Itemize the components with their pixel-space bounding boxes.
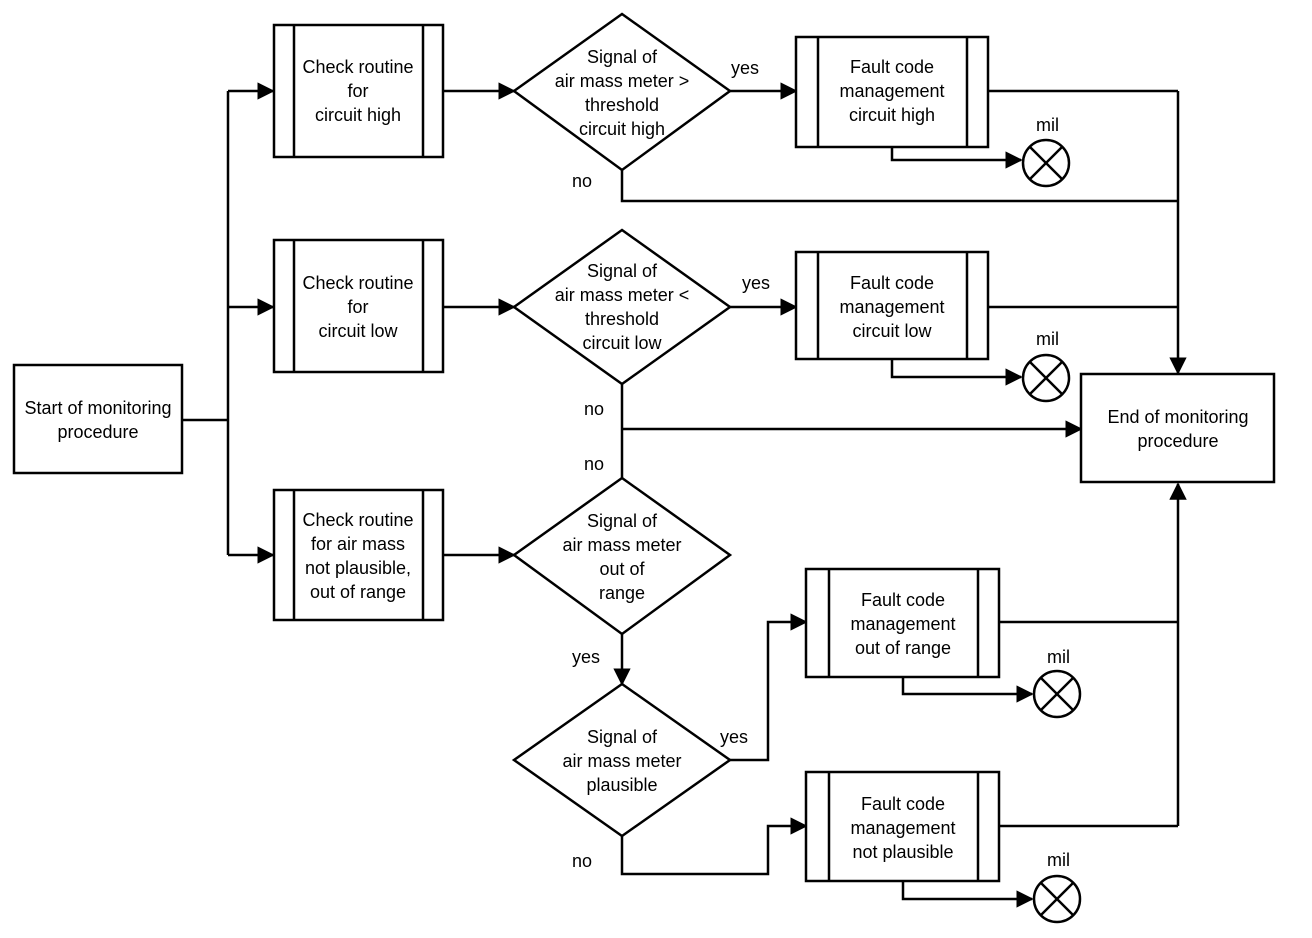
decision-plausible: Signal of air mass meter plausible (511, 682, 733, 838)
fault-plausible-line1: Fault code (861, 794, 945, 814)
decision-low-line4: circuit low (582, 333, 662, 353)
fault-plausible-line3: not plausible (852, 842, 953, 862)
label-mil-high: mil (1036, 115, 1059, 135)
connector-plausible-no (620, 817, 808, 876)
mil-lamp-icon-low (1021, 353, 1071, 403)
fault-code-low: Fault code management circuit low (794, 250, 990, 361)
end-label-line2: procedure (1137, 431, 1218, 451)
check-range-line2: for air mass (311, 534, 405, 554)
check-routine-range: Check routine for air mass not plausible… (272, 488, 445, 622)
label-no-plausible: no (572, 851, 592, 871)
decision-high-line1: Signal of (587, 47, 658, 67)
check-range-line4: out of range (310, 582, 406, 602)
connector-mil-low (890, 359, 1023, 386)
label-yes-low: yes (742, 273, 770, 293)
decision-range-line2: air mass meter (562, 535, 681, 555)
fault-range-line3: out of range (855, 638, 951, 658)
decision-plausible-line2: air mass meter (562, 751, 681, 771)
decision-low-line2: air mass meter < (555, 285, 690, 305)
decision-range-line1: Signal of (587, 511, 658, 531)
check-low-line2: for (347, 297, 368, 317)
connector-mil-high (890, 147, 1023, 169)
connector-mil-range (901, 677, 1034, 703)
label-no-low: no (584, 399, 604, 419)
connector-mil-plausible (901, 881, 1034, 908)
end-box: End of monitoring procedure (1079, 372, 1276, 484)
decision-plausible-line1: Signal of (587, 727, 658, 747)
fault-code-plausible: Fault code management not plausible (804, 770, 1001, 883)
label-mil-low: mil (1036, 329, 1059, 349)
decision-high-line3: threshold (585, 95, 659, 115)
decision-low: Signal of air mass meter < threshold cir… (511, 228, 733, 386)
connector-high-no (620, 170, 1178, 203)
start-label-line1: Start of monitoring (24, 398, 171, 418)
fault-high-line3: circuit high (849, 105, 935, 125)
check-high-line2: for (347, 81, 368, 101)
check-routine-high: Check routine for circuit high (272, 23, 445, 159)
fault-low-line1: Fault code (850, 273, 934, 293)
decision-high: Signal of air mass meter > threshold cir… (511, 12, 733, 172)
decision-low-line3: threshold (585, 309, 659, 329)
fault-low-line3: circuit low (852, 321, 932, 341)
decision-low-line1: Signal of (587, 261, 658, 281)
check-high-line3: circuit high (315, 105, 401, 125)
check-range-line3: not plausible, (305, 558, 411, 578)
fault-range-line2: management (850, 614, 955, 634)
check-range-line1: Check routine (302, 510, 413, 530)
check-routine-low: Check routine for circuit low (272, 238, 445, 374)
label-yes-plausible: yes (720, 727, 748, 747)
check-low-line3: circuit low (318, 321, 398, 341)
fault-plausible-line2: management (850, 818, 955, 838)
connectors (182, 82, 1187, 908)
end-label-line1: End of monitoring (1107, 407, 1248, 427)
label-mil-range: mil (1047, 647, 1070, 667)
decision-range-line3: out of (599, 559, 645, 579)
start-box: Start of monitoring procedure (12, 363, 184, 475)
mil-lamp-icon-range (1032, 669, 1082, 719)
label-mil-plausible: mil (1047, 850, 1070, 870)
fault-low-line2: management (839, 297, 944, 317)
decision-high-line2: air mass meter > (555, 71, 690, 91)
decision-range: Signal of air mass meter out of range (511, 476, 733, 636)
fault-high-line2: management (839, 81, 944, 101)
fault-high-line1: Fault code (850, 57, 934, 77)
label-no-high: no (572, 171, 592, 191)
label-no-range: no (584, 454, 604, 474)
connector-plausible-yes (730, 613, 808, 762)
label-yes-high: yes (731, 58, 759, 78)
decision-high-line4: circuit high (579, 119, 665, 139)
mil-lamp-icon-plausible (1032, 874, 1082, 924)
fault-code-range: Fault code management out of range (804, 567, 1001, 679)
check-low-line1: Check routine (302, 273, 413, 293)
fault-code-high: Fault code management circuit high (794, 35, 990, 149)
check-high-line1: Check routine (302, 57, 413, 77)
fault-range-line1: Fault code (861, 590, 945, 610)
decision-plausible-line3: plausible (586, 775, 657, 795)
start-label-line2: procedure (57, 422, 138, 442)
label-yes-range: yes (572, 647, 600, 667)
mil-lamp-icon-high (1021, 138, 1071, 188)
decision-range-line4: range (599, 583, 645, 603)
